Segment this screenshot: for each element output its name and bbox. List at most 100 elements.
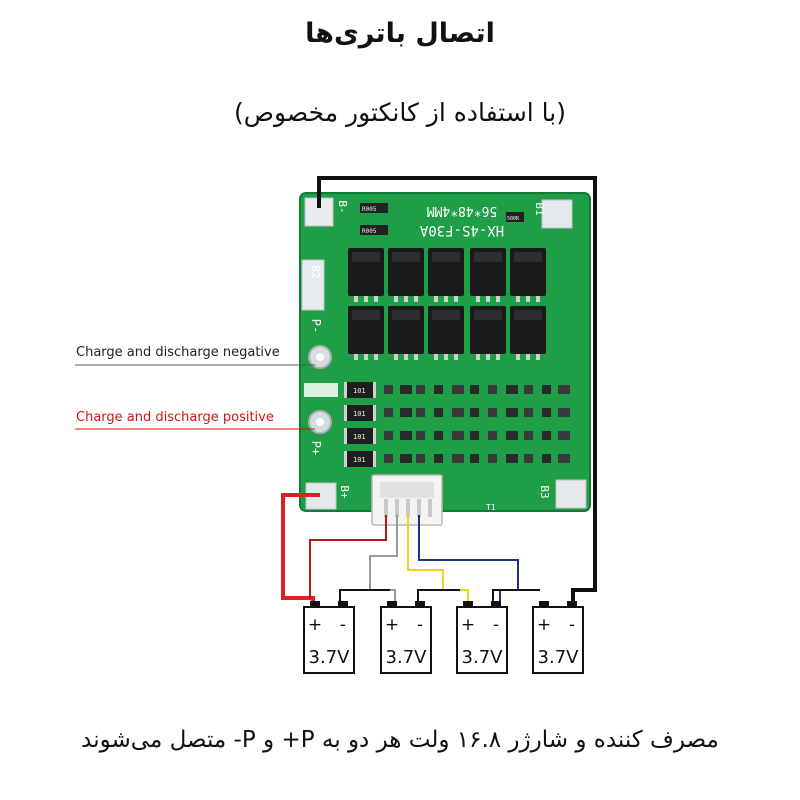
wires <box>281 176 597 605</box>
smd-part <box>452 385 464 394</box>
power-resistor <box>344 382 376 398</box>
smd-part <box>416 385 425 394</box>
negative-label: Charge and discharge negative <box>76 345 280 360</box>
mosfet-lead <box>394 354 398 360</box>
power-resistor <box>344 428 376 444</box>
mosfet-lead <box>394 296 398 302</box>
battery-cell-terminal-minus <box>338 601 348 607</box>
mosfet-lead <box>404 296 408 302</box>
battery-cell: +-3.7V <box>303 601 355 674</box>
wire-series-2 <box>417 589 460 605</box>
board-notch <box>304 383 338 397</box>
smd-part <box>542 454 551 463</box>
resistor-cap <box>344 428 347 444</box>
smd-part <box>524 454 533 463</box>
mosfet-lead <box>526 296 530 302</box>
mosfet-lead <box>486 296 490 302</box>
mosfet-lead <box>364 296 368 302</box>
mosfet <box>348 248 384 302</box>
wire-balance-blue <box>418 515 519 605</box>
mosfet-lead <box>496 296 500 302</box>
resistor-cap <box>373 428 376 444</box>
mosfet-tab <box>392 252 420 262</box>
mosfet-lead <box>354 354 358 360</box>
mosfet-lead <box>454 354 458 360</box>
connector-pin <box>384 499 388 517</box>
mosfet-lead <box>434 296 438 302</box>
smd-part <box>506 408 518 417</box>
smd-part <box>452 408 464 417</box>
smd-part <box>558 408 570 417</box>
battery-cell-plus-label: + <box>385 615 399 635</box>
resistor-mid-label: 500R <box>507 216 520 222</box>
smd-part <box>558 431 570 440</box>
mosfet-tab <box>352 252 380 262</box>
smd-row: 101 <box>344 451 570 467</box>
smd-part <box>470 385 479 394</box>
board-code-label: 56*48*4MM <box>427 203 498 218</box>
smd-part <box>488 385 497 394</box>
mosfet-lead <box>414 296 418 302</box>
diagram-title: اتصال باتری‌ها <box>305 18 495 49</box>
mosfet-lead <box>364 354 368 360</box>
mosfet-lead <box>374 296 378 302</box>
balance-connector-pins <box>384 499 432 517</box>
power-resistor <box>344 451 376 467</box>
mosfet-tab <box>474 252 502 262</box>
wire-b-minus <box>317 176 597 605</box>
positive-label: Charge and discharge positive <box>76 410 274 425</box>
board-edge <box>299 192 591 512</box>
smd-part <box>506 431 518 440</box>
mosfet-tab <box>514 252 542 262</box>
smd-part <box>434 385 443 394</box>
battery-cells: +-3.7V+-3.7V+-3.7V+-3.7V <box>303 601 584 674</box>
smd-part <box>558 454 570 463</box>
mosfet-tab <box>352 310 380 320</box>
bms-board: R005 R005 500R 56*48*4MM HX-4S-F30A B- B… <box>299 192 591 526</box>
smd-part <box>384 385 393 394</box>
pad-b3-label: B3 <box>538 485 551 498</box>
diagram-footer: مصرف کننده و شارژر ۱۶.۸ ولت هر دو به P+ … <box>81 727 719 753</box>
resistor-cap <box>373 382 376 398</box>
battery-cell-plus-label: + <box>537 615 551 635</box>
mosfet-array <box>348 248 546 360</box>
wire-series-3 <box>492 589 540 605</box>
power-resistor-label: 101 <box>353 387 366 395</box>
battery-cell: +-3.7V <box>532 601 584 674</box>
mosfet-lead <box>444 296 448 302</box>
battery-cell-terminal-plus <box>310 601 320 607</box>
battery-cell-voltage: 3.7V <box>462 647 504 668</box>
smd-part <box>488 454 497 463</box>
mosfet <box>428 248 464 302</box>
smd-part <box>470 431 479 440</box>
battery-cell-plus-label: + <box>461 615 475 635</box>
smd-part <box>488 431 497 440</box>
pad-b3 <box>555 479 587 509</box>
mosfet <box>388 306 424 360</box>
mosfet-lead <box>404 354 408 360</box>
battery-cell-terminal-plus <box>463 601 473 607</box>
smd-part <box>400 454 412 463</box>
mosfet-tab <box>514 310 542 320</box>
battery-cell-body <box>532 606 584 674</box>
mosfet-tab <box>432 252 460 262</box>
mosfet <box>510 306 546 360</box>
mosfet <box>388 248 424 302</box>
battery-cell-plus-label: + <box>308 615 322 635</box>
power-resistor <box>344 405 376 421</box>
battery-cell-minus-label: - <box>417 615 423 635</box>
smd-part <box>434 454 443 463</box>
battery-cell-minus-label: - <box>493 615 499 635</box>
smd-part <box>558 385 570 394</box>
connector-pin <box>417 499 421 517</box>
mosfet <box>510 248 546 302</box>
resistor-cap <box>344 382 347 398</box>
resistor-mid <box>506 212 524 222</box>
wire-series-1 <box>339 589 390 605</box>
battery-cell-body <box>456 606 508 674</box>
mosfet-lead <box>454 296 458 302</box>
mosfet-lead <box>496 354 500 360</box>
mosfet-tab <box>474 310 502 320</box>
mosfet <box>470 248 506 302</box>
